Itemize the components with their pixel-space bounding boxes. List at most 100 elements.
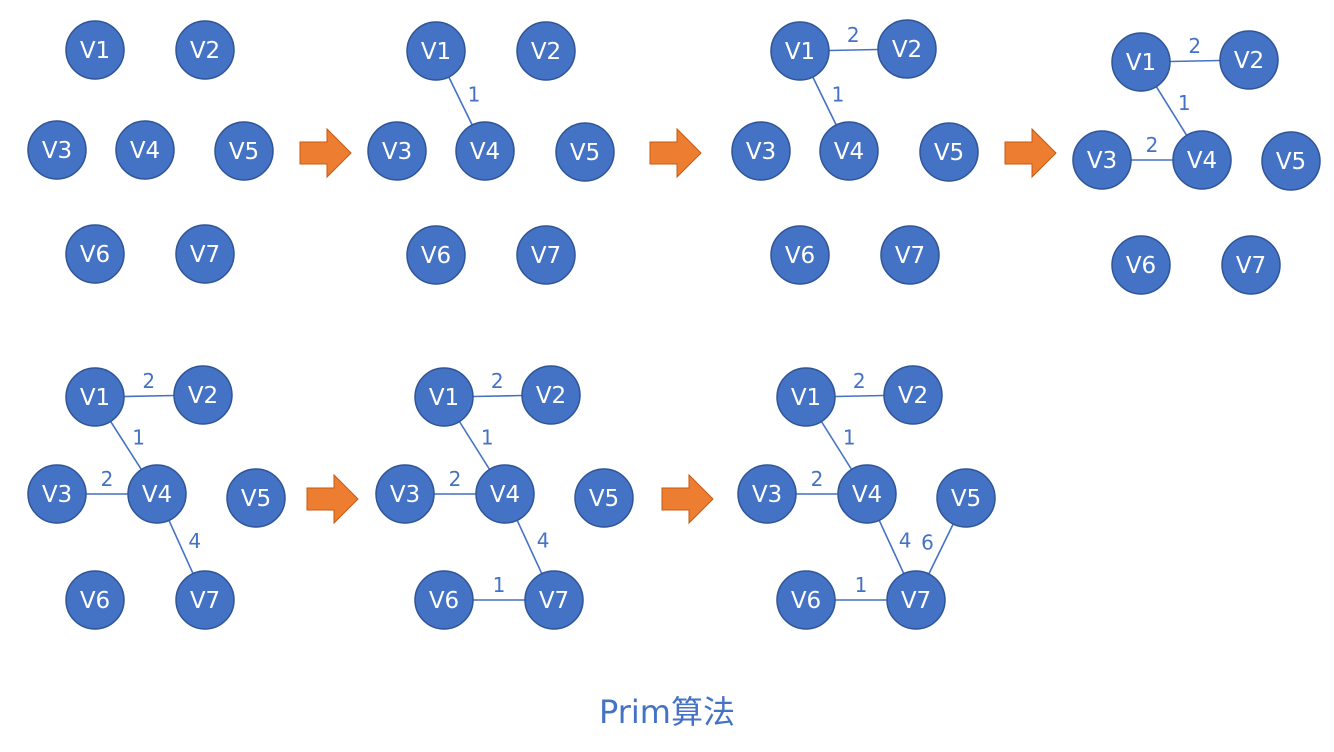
edge-weight-label: 6 xyxy=(921,530,934,554)
node-label: V1 xyxy=(429,385,459,411)
edge-v1-v4 xyxy=(1155,86,1188,136)
node-circle xyxy=(516,225,576,285)
edge-weight-label: 4 xyxy=(899,529,912,553)
node-label: V6 xyxy=(791,588,821,614)
node-circle xyxy=(731,121,791,181)
node-v5: V5 xyxy=(936,468,996,528)
edge-v4-v7 xyxy=(168,520,194,574)
node-circle xyxy=(175,570,235,630)
node-circle xyxy=(375,464,435,524)
arrows-layer xyxy=(299,127,1057,525)
node-v1: V1 xyxy=(406,21,466,81)
edge-weight-label: 1 xyxy=(832,82,845,106)
node-v7: V7 xyxy=(524,570,584,630)
edge-v1-v2 xyxy=(828,48,879,52)
edge-v1-v4 xyxy=(812,76,837,126)
node-circle xyxy=(214,121,274,181)
node-v3: V3 xyxy=(1072,130,1132,190)
edge-weight-label: 4 xyxy=(188,529,201,553)
edge-weight-label: 4 xyxy=(537,529,550,553)
node-circle xyxy=(1111,32,1171,92)
edge-v1-v2 xyxy=(472,394,523,398)
node-label: V1 xyxy=(791,385,821,411)
node-label: V5 xyxy=(229,139,259,165)
node-v2: V2 xyxy=(175,20,235,80)
node-circle xyxy=(521,365,581,425)
node-label: V2 xyxy=(892,37,922,63)
node-circle xyxy=(414,367,474,427)
node-v7: V7 xyxy=(175,224,235,284)
node-label: V7 xyxy=(901,588,931,614)
node-circle xyxy=(65,570,125,630)
node-label: V2 xyxy=(536,383,566,409)
node-v3: V3 xyxy=(367,121,427,181)
node-label: V6 xyxy=(429,588,459,614)
node-circle xyxy=(883,365,943,425)
node-label: V7 xyxy=(1236,253,1266,279)
node-label: V5 xyxy=(1276,149,1306,175)
node-v5: V5 xyxy=(214,121,274,181)
edge-v1-v4 xyxy=(458,421,491,470)
node-circle xyxy=(406,225,466,285)
node-label: V6 xyxy=(421,243,451,269)
node-circle xyxy=(65,367,125,427)
node-circle xyxy=(226,468,286,528)
node-label: V2 xyxy=(188,383,218,409)
edge-v1-v4 xyxy=(448,76,473,126)
edge-v1-v2 xyxy=(1169,59,1221,63)
node-v5: V5 xyxy=(919,122,979,182)
node-v3: V3 xyxy=(27,120,87,180)
node-v1: V1 xyxy=(776,367,836,427)
node-circle xyxy=(776,367,836,427)
node-label: V3 xyxy=(1087,148,1117,174)
node-v1: V1 xyxy=(65,20,125,80)
node-label: V4 xyxy=(490,482,520,508)
node-circle xyxy=(65,224,125,284)
node-circle xyxy=(574,468,634,528)
node-v3: V3 xyxy=(731,121,791,181)
node-v5: V5 xyxy=(574,468,634,528)
edge-weight-label: 2 xyxy=(142,369,155,393)
node-v4: V4 xyxy=(837,464,897,524)
node-label: V6 xyxy=(80,588,110,614)
node-circle xyxy=(524,570,584,630)
node-v6: V6 xyxy=(776,570,836,630)
node-v6: V6 xyxy=(65,570,125,630)
node-label: V6 xyxy=(1126,253,1156,279)
node-v3: V3 xyxy=(27,464,87,524)
node-label: V1 xyxy=(80,385,110,411)
node-circle xyxy=(1261,131,1321,191)
node-label: V1 xyxy=(421,39,451,65)
node-v4: V4 xyxy=(127,464,187,524)
node-label: V7 xyxy=(190,588,220,614)
step-arrow-1 xyxy=(299,127,352,179)
node-circle xyxy=(1111,235,1171,295)
edge-v5-v7 xyxy=(928,523,954,575)
edge-weight-label: 1 xyxy=(481,426,494,450)
edge-weight-label: 2 xyxy=(853,369,866,393)
edge-weight-label: 2 xyxy=(847,23,860,47)
node-circle xyxy=(880,225,940,285)
node-label: V2 xyxy=(190,38,220,64)
node-circle xyxy=(1072,130,1132,190)
edge-weight-label: 1 xyxy=(132,425,145,449)
node-circle xyxy=(770,225,830,285)
node-v4: V4 xyxy=(455,121,515,181)
node-label: V4 xyxy=(130,138,160,164)
step-arrow-5 xyxy=(661,473,714,525)
step-arrow-3 xyxy=(1004,127,1057,179)
node-v5: V5 xyxy=(226,468,286,528)
edge-v4-v7 xyxy=(878,519,905,575)
node-v1: V1 xyxy=(65,367,125,427)
node-circle xyxy=(936,468,996,528)
node-label: V4 xyxy=(834,139,864,165)
node-circle xyxy=(737,464,797,524)
edge-v4-v7 xyxy=(516,519,543,575)
node-v6: V6 xyxy=(414,570,474,630)
edge-weight-label: 1 xyxy=(855,573,868,597)
node-circle xyxy=(175,224,235,284)
node-label: V7 xyxy=(895,243,925,269)
